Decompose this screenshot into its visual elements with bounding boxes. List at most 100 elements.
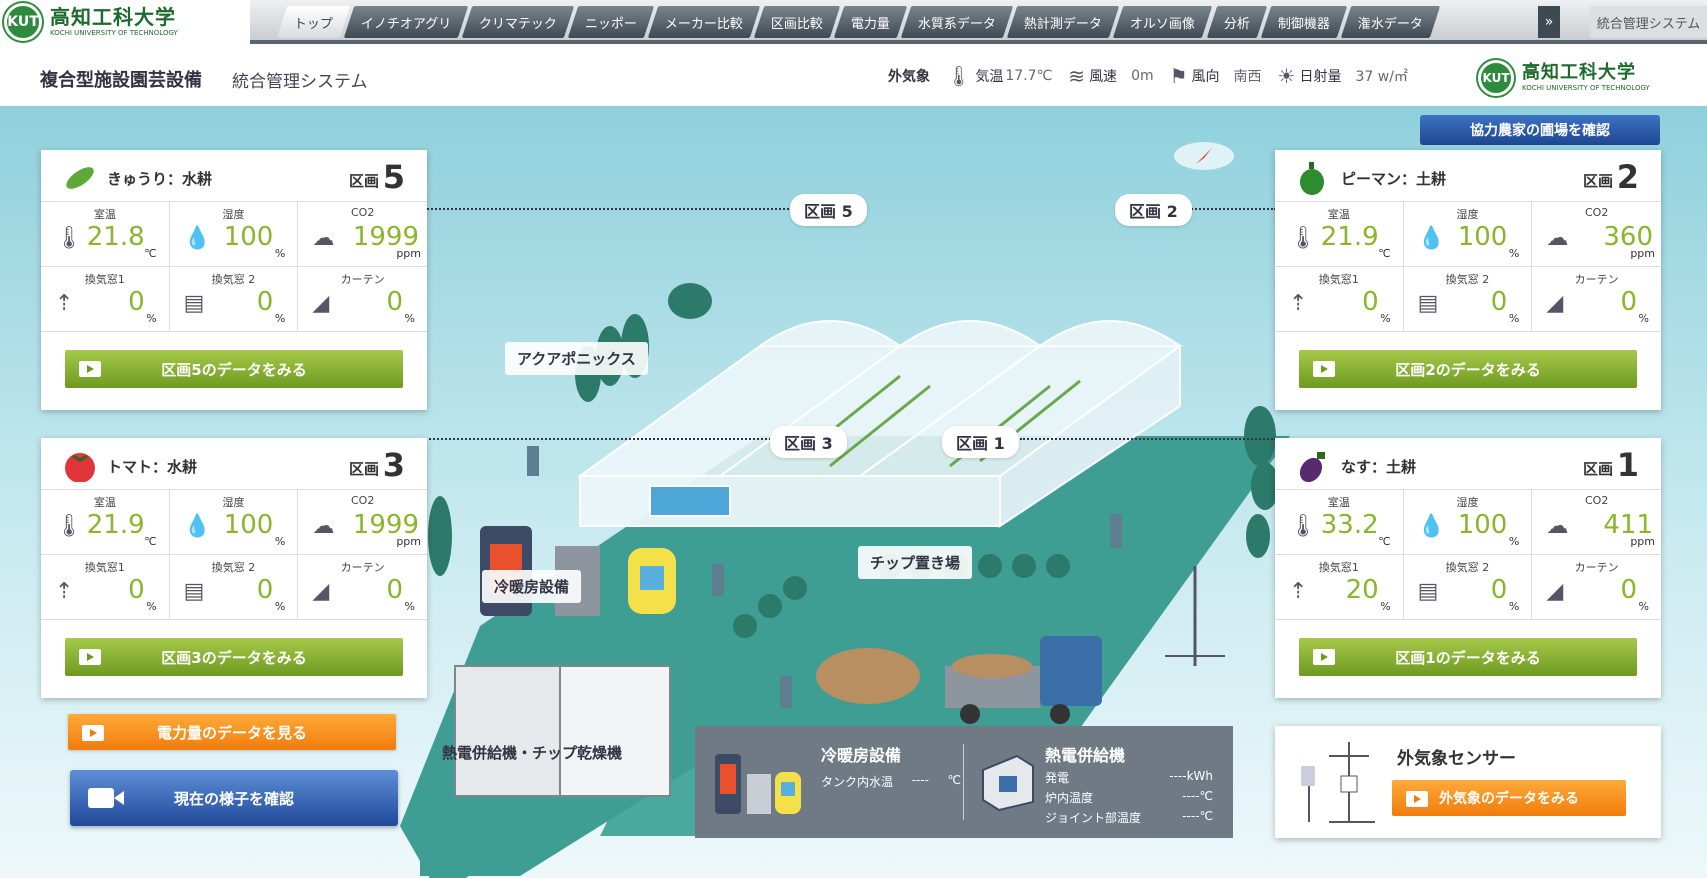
humidity-value: 100 xyxy=(223,222,274,252)
weather-data-button[interactable]: 外気象のデータをみる xyxy=(1392,780,1626,816)
cucumber-icon xyxy=(63,162,94,192)
co2-value: 1999 xyxy=(352,222,419,252)
humidity-cell: 湿度 💧 100 % xyxy=(169,202,299,267)
chp-row: 炉内温度 ----℃ xyxy=(1045,789,1213,806)
co2-unit: ppm xyxy=(396,535,421,548)
tab-label: ニッポー xyxy=(585,16,638,32)
chp-machine-icon xyxy=(982,754,1034,812)
curtain-label: カーテン xyxy=(1574,273,1619,286)
tab-11[interactable]: 制御機器 xyxy=(1260,6,1347,38)
tab-9[interactable]: オルソ画像 xyxy=(1113,6,1213,38)
humidity-unit: % xyxy=(274,535,286,548)
chip-yard-label: チップ置き場 xyxy=(858,546,973,579)
temp-cell: 室温 🌡 21.8 ℃ xyxy=(41,202,170,267)
tank-temp-unit: ℃ xyxy=(947,773,961,787)
vent2-unit: % xyxy=(1508,312,1520,325)
tab-8[interactable]: 熱計測データ xyxy=(1007,6,1120,38)
temp-label: 気温 xyxy=(975,69,1004,85)
vent1-cell: 換気窓1 ⇡ 0 % xyxy=(1275,267,1404,332)
zone-card-3: トマト：水耕 区画 3 室温 🌡 21.9 ℃ 湿度 💧 100 % CO2 ☁… xyxy=(41,438,427,698)
curtain-unit: % xyxy=(1638,312,1649,325)
zone-number: 2 xyxy=(1616,158,1639,196)
tab-12[interactable]: 潅水データ xyxy=(1340,6,1440,38)
humidity-label: 湿度 xyxy=(1456,208,1479,221)
zone-data-button[interactable]: 区画1のデータをみる xyxy=(1299,638,1637,676)
power-data-button-label: 電力量のデータを見る xyxy=(156,723,307,742)
zone-number: 5 xyxy=(382,158,405,196)
temp-cell: 室温 🌡 21.9 ℃ xyxy=(1275,202,1404,267)
tab-0[interactable]: トップ xyxy=(276,6,351,38)
tab-5[interactable]: 区画比較 xyxy=(754,6,841,38)
temp-unit: ℃ xyxy=(144,247,157,260)
weather-bar: 外気象 🌡 気温 17.7℃ ≋ 風速 0m ⚑ 風向 南西 ☀ 日射量 37 … xyxy=(888,60,1424,92)
side-vent-icon: ▤ xyxy=(183,291,205,316)
play-icon xyxy=(1406,791,1428,807)
wind-icon: ≋ xyxy=(1068,64,1086,88)
tab-label: 熱計測データ xyxy=(1024,16,1103,32)
vent1-cell: 換気窓1 ⇡ 20 % xyxy=(1275,555,1404,620)
co2-cloud-icon: ☁ xyxy=(1546,514,1569,539)
university-logo[interactable]: KUT 高知工科大学 KOCHI UNIVERSITY OF TECHNOLOG… xyxy=(0,0,250,44)
zone-data-button[interactable]: 区画2のデータをみる xyxy=(1299,350,1637,388)
zone-data-button-label: 区画5のデータをみる xyxy=(161,360,307,379)
play-icon xyxy=(1313,649,1335,665)
temp-label: 室温 xyxy=(93,496,116,509)
co2-value: 411 xyxy=(1603,510,1653,540)
logo-en-text: KOCHI UNIVERSITY OF TECHNOLOGY xyxy=(1522,84,1650,92)
zone-label-3[interactable]: 区画 3 xyxy=(770,426,847,458)
humidity-label: 湿度 xyxy=(1456,496,1479,509)
vent1-value: 20 xyxy=(1345,575,1379,605)
vent1-label: 換気窓1 xyxy=(84,273,125,286)
zone-label-5[interactable]: 区画 5 xyxy=(790,194,867,226)
vent1-label: 換気窓1 xyxy=(1318,561,1359,574)
chp-row-label: ジョイント部温度 xyxy=(1045,811,1142,825)
tab-1[interactable]: イノチオアグリ xyxy=(343,6,469,38)
card-header: きゅうり：水耕 区画 5 xyxy=(41,150,427,202)
system-link[interactable]: 統合管理システム xyxy=(1590,6,1707,38)
temp-unit: ℃ xyxy=(1378,247,1391,260)
chip-pile xyxy=(816,648,920,704)
curtain-cell: カーテン ◢ 0 % xyxy=(298,267,427,332)
curtain-label: カーテン xyxy=(340,273,385,286)
curtain-label: カーテン xyxy=(1574,561,1619,574)
vent2-label: 換気窓 2 xyxy=(211,561,256,574)
power-data-button[interactable]: 電力量のデータを見る xyxy=(68,714,396,750)
zone-data-button[interactable]: 区画5のデータをみる xyxy=(65,350,403,388)
live-view-button[interactable]: 現在の様子を確認 xyxy=(70,770,398,826)
humidity-unit: % xyxy=(1508,535,1520,548)
zone-data-button[interactable]: 区画3のデータをみる xyxy=(65,638,403,676)
chp-row-label: 炉内温度 xyxy=(1045,791,1094,805)
kut-logo-icon: KUT xyxy=(1478,60,1514,96)
zone-number: 1 xyxy=(1616,446,1639,484)
card-header: なす：土耕 区画 1 xyxy=(1275,438,1661,490)
wind-speed-value: 0m xyxy=(1131,68,1154,84)
vent1-value: 0 xyxy=(128,287,145,317)
tab-3[interactable]: ニッポー xyxy=(568,6,655,38)
tab-2[interactable]: クリマテック xyxy=(462,6,575,38)
zone-data-button-label: 区画1のデータをみる xyxy=(1395,648,1541,667)
co2-unit: ppm xyxy=(1630,247,1655,260)
zone-card-1: なす：土耕 区画 1 室温 🌡 33.2 ℃ 湿度 💧 100 % CO2 ☁ … xyxy=(1275,438,1661,698)
wind-direction-icon: ⚑ xyxy=(1169,64,1188,88)
curtain-icon: ◢ xyxy=(1546,579,1564,604)
tab-4[interactable]: メーカー比較 xyxy=(648,6,761,38)
vent2-label: 換気窓 2 xyxy=(211,273,256,286)
weather-label: 外気象 xyxy=(888,69,930,85)
tank-temp-value: ---- xyxy=(911,773,929,787)
co2-cell: CO2 ☁ 360 ppm xyxy=(1532,202,1661,267)
co2-label: CO2 xyxy=(350,494,375,507)
tab-7[interactable]: 水質系データ xyxy=(901,6,1014,38)
tab-6[interactable]: 電力量 xyxy=(834,6,908,38)
vent1-unit: % xyxy=(1380,600,1391,613)
zone-label-1[interactable]: 区画 1 xyxy=(942,426,1019,458)
vent2-cell: 換気窓 2 ▤ 0 % xyxy=(1403,555,1533,620)
temp-unit: ℃ xyxy=(1378,535,1391,548)
chp-row-label: 発電 xyxy=(1045,771,1070,785)
zone-label-2[interactable]: 区画 2 xyxy=(1115,194,1192,226)
tab-10[interactable]: 分析 xyxy=(1206,6,1267,38)
partner-farm-button[interactable]: 協力農家の圃場を確認 xyxy=(1420,115,1660,145)
humidity-unit: % xyxy=(1508,247,1520,260)
temp-unit: ℃ xyxy=(144,535,157,548)
humidity-label: 湿度 xyxy=(222,496,245,509)
more-tabs-chevron-icon[interactable]: » xyxy=(1538,6,1560,38)
